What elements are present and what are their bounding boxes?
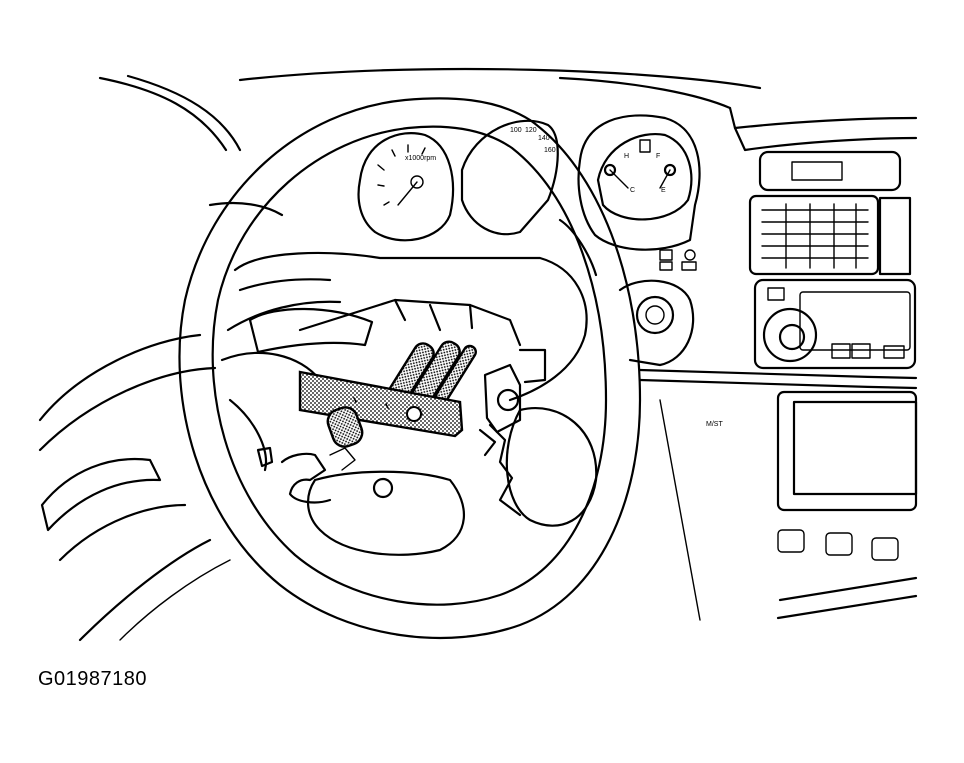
figure-id-label: G01987180 (38, 668, 148, 690)
vent-label: M/ST (706, 421, 723, 428)
steering-wheel-rim (178, 97, 642, 640)
temp-label-h: H (624, 153, 629, 160)
dashboard: M/ST (558, 76, 918, 621)
fuel-label-e: E (661, 187, 666, 194)
tachometer: x1000rpm (357, 132, 454, 242)
fuel-temp-gauge: H F C E (577, 114, 701, 271)
center-stack (748, 150, 918, 620)
puller-tool (298, 340, 477, 448)
steering-wheel-hub (220, 251, 598, 556)
tach-label: x1000rpm (405, 155, 436, 162)
column-shroud (618, 279, 695, 367)
speedometer: 100 120 140 160 (460, 119, 559, 236)
speedo-tick-100: 100 (510, 127, 522, 134)
door-panel (38, 333, 231, 642)
temp-label-c: C (630, 187, 635, 194)
fuel-label-f: F (656, 153, 660, 160)
windshield-pillar (98, 67, 762, 152)
speedo-tick-120: 120 (525, 127, 537, 134)
speedo-tick-140: 140 (538, 135, 550, 142)
speedo-tick-160: 160 (544, 147, 556, 154)
